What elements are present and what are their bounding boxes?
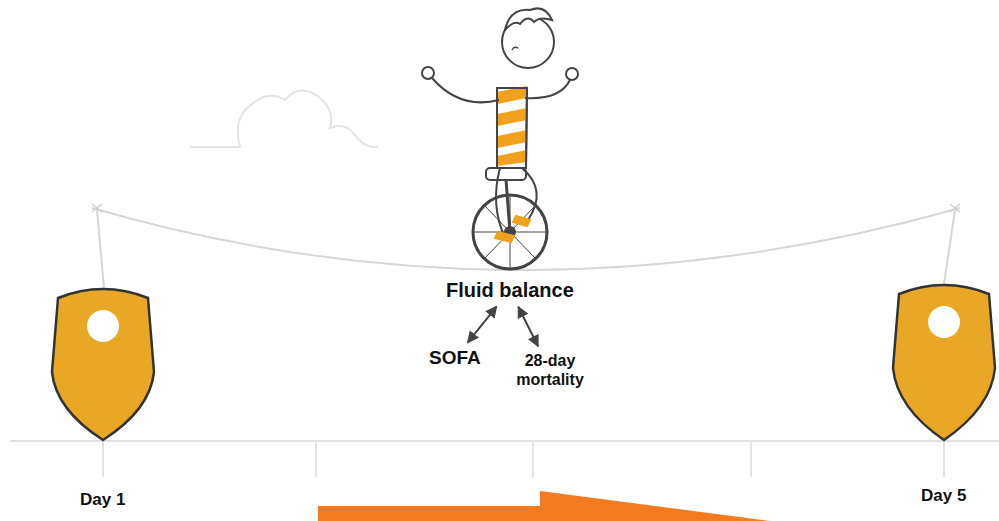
text-node: SOFA	[425, 344, 485, 373]
pin-hole	[87, 310, 119, 342]
node-text: SOFA	[429, 347, 481, 370]
node-text: 28-day mortality	[508, 351, 592, 389]
milestone-pin	[52, 289, 154, 440]
text-node: 28-day mortality	[504, 348, 596, 392]
pin-hole	[928, 306, 960, 338]
double-arrow	[518, 307, 538, 346]
cloud	[190, 90, 378, 147]
milestone-pin	[893, 285, 995, 440]
day-label: Day 5	[921, 486, 966, 506]
time-arrow	[318, 491, 770, 521]
rope-knot	[92, 204, 960, 212]
day-label: Day 1	[80, 490, 125, 510]
tightrope	[92, 208, 960, 270]
text-node: Fluid balance	[442, 275, 578, 305]
ground-line	[10, 440, 999, 442]
rope-post	[944, 210, 955, 284]
ticks	[103, 441, 944, 477]
rope-post	[97, 210, 104, 288]
node-text: Fluid balance	[446, 278, 574, 302]
unicyclist	[422, 8, 578, 269]
double-arrow	[468, 307, 497, 343]
